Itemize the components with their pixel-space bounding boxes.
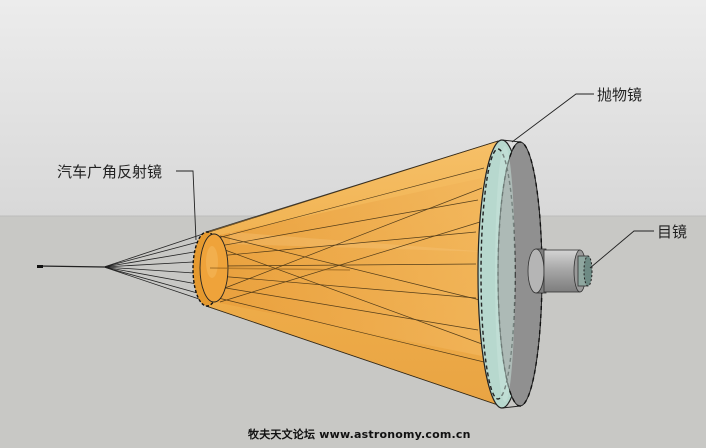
focal-rod (37, 265, 105, 268)
focal-rod-tip (37, 265, 43, 268)
eyepiece (527, 248, 593, 294)
watermark: 牧夫天文论坛 www.astronomy.com.cn (248, 428, 471, 441)
label-wide-angle-mirror: 汽车广角反射镜 (57, 163, 163, 181)
leader-wide-angle-mirror (176, 170, 197, 241)
label-eyepiece: 目镜 (657, 223, 688, 241)
leader-eyepiece (589, 230, 654, 269)
converging-rays (103, 232, 209, 303)
inner-cone (215, 178, 482, 356)
leader-parabolic-mirror (511, 93, 594, 143)
label-parabolic-mirror: 抛物镜 (597, 86, 643, 104)
cone-edges (205, 140, 499, 406)
sky-background (0, 0, 706, 216)
